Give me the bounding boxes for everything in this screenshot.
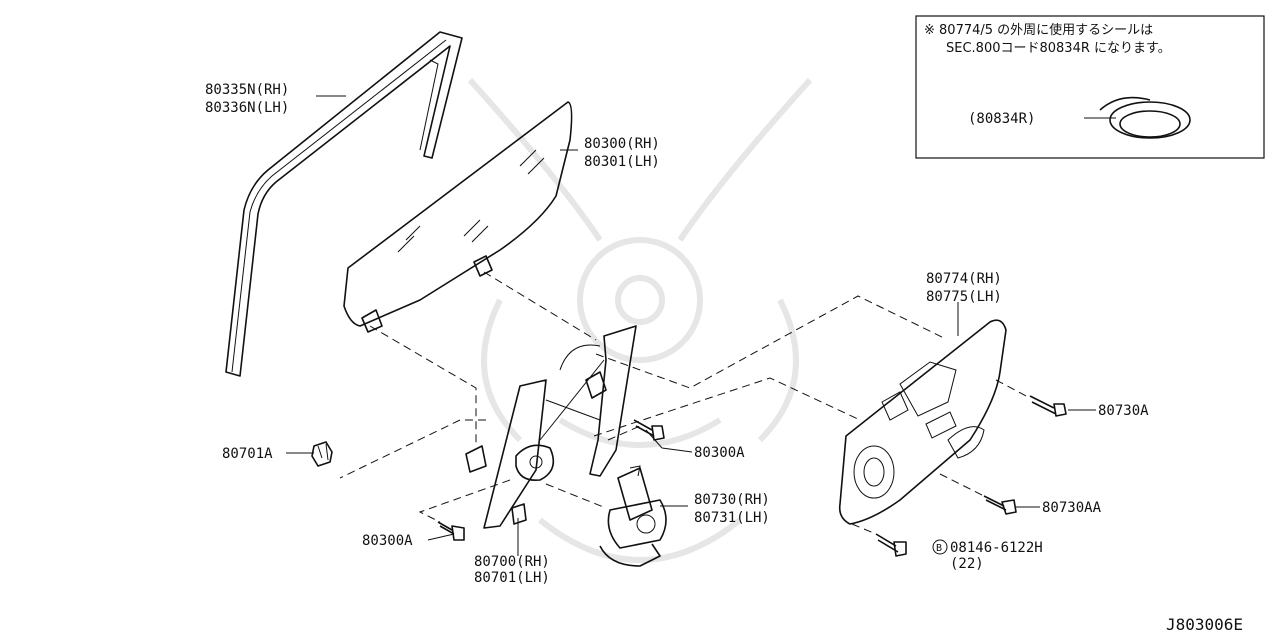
diagram-code: J803006E — [1166, 615, 1243, 634]
bolt-80300A-mid-icon[interactable] — [633, 419, 665, 441]
door-module-panel[interactable] — [838, 319, 1007, 525]
label-80301[interactable]: 80301(LH) — [584, 154, 660, 170]
label-80730AA[interactable]: 80730AA — [1042, 500, 1102, 516]
seal-label: (80834R) — [968, 111, 1035, 127]
label-80336N[interactable]: 80336N(LH) — [205, 100, 289, 116]
bolt-type-marker — [932, 539, 948, 555]
door-glass[interactable] — [343, 101, 573, 333]
watermark-emblem — [467, 77, 813, 563]
bolt-80730AA-icon[interactable] — [983, 495, 1017, 515]
label-80300A-mid[interactable]: 80300A — [694, 445, 745, 461]
nut-80701A-icon[interactable] — [311, 441, 333, 467]
seal-coil-icon — [1099, 96, 1191, 139]
bolt-08146-icon[interactable] — [875, 533, 907, 557]
label-80300[interactable]: 80300(RH) — [584, 136, 660, 152]
door-sash-weatherstrip[interactable] — [225, 31, 463, 377]
assembly-lines — [339, 271, 1031, 535]
label-80775[interactable]: 80775(LH) — [926, 289, 1002, 305]
bolt-80300A-low-icon[interactable] — [437, 521, 465, 541]
label-80774[interactable]: 80774(RH) — [926, 271, 1002, 287]
label-80700[interactable]: 80700(RH) — [474, 554, 550, 570]
label-80701[interactable]: 80701(LH) — [474, 570, 550, 586]
note-line-1: ※ 80774/5 の外周に使用するシールは — [924, 22, 1153, 38]
label-80731[interactable]: 80731(LH) — [694, 510, 770, 526]
leader-lines — [286, 95, 1116, 556]
label-80701A[interactable]: 80701A — [222, 446, 273, 462]
seal-note-box: ※ 80774/5 の外周に使用するシールは SEC.800コード80834R … — [915, 15, 1265, 159]
window-regulator[interactable] — [465, 325, 637, 529]
label-80730[interactable]: 80730(RH) — [694, 492, 770, 508]
regulator-motor[interactable] — [599, 465, 667, 567]
label-08146-qty: (22) — [950, 556, 984, 572]
callout-labels: 80335N(RH) 80336N(LH) 80300(RH) 80301(LH… — [205, 82, 1243, 634]
label-80300A-low[interactable]: 80300A — [362, 533, 413, 549]
note-line-2: SEC.800コード80834R になります。 — [946, 41, 1171, 56]
label-80730A[interactable]: 80730A — [1098, 403, 1149, 419]
bolt-type-marker-letter: B — [936, 543, 942, 554]
label-08146-6122H[interactable]: 08146-6122H — [950, 540, 1043, 556]
label-80335N[interactable]: 80335N(RH) — [205, 82, 289, 98]
bolt-80730A-icon[interactable] — [1029, 395, 1067, 417]
